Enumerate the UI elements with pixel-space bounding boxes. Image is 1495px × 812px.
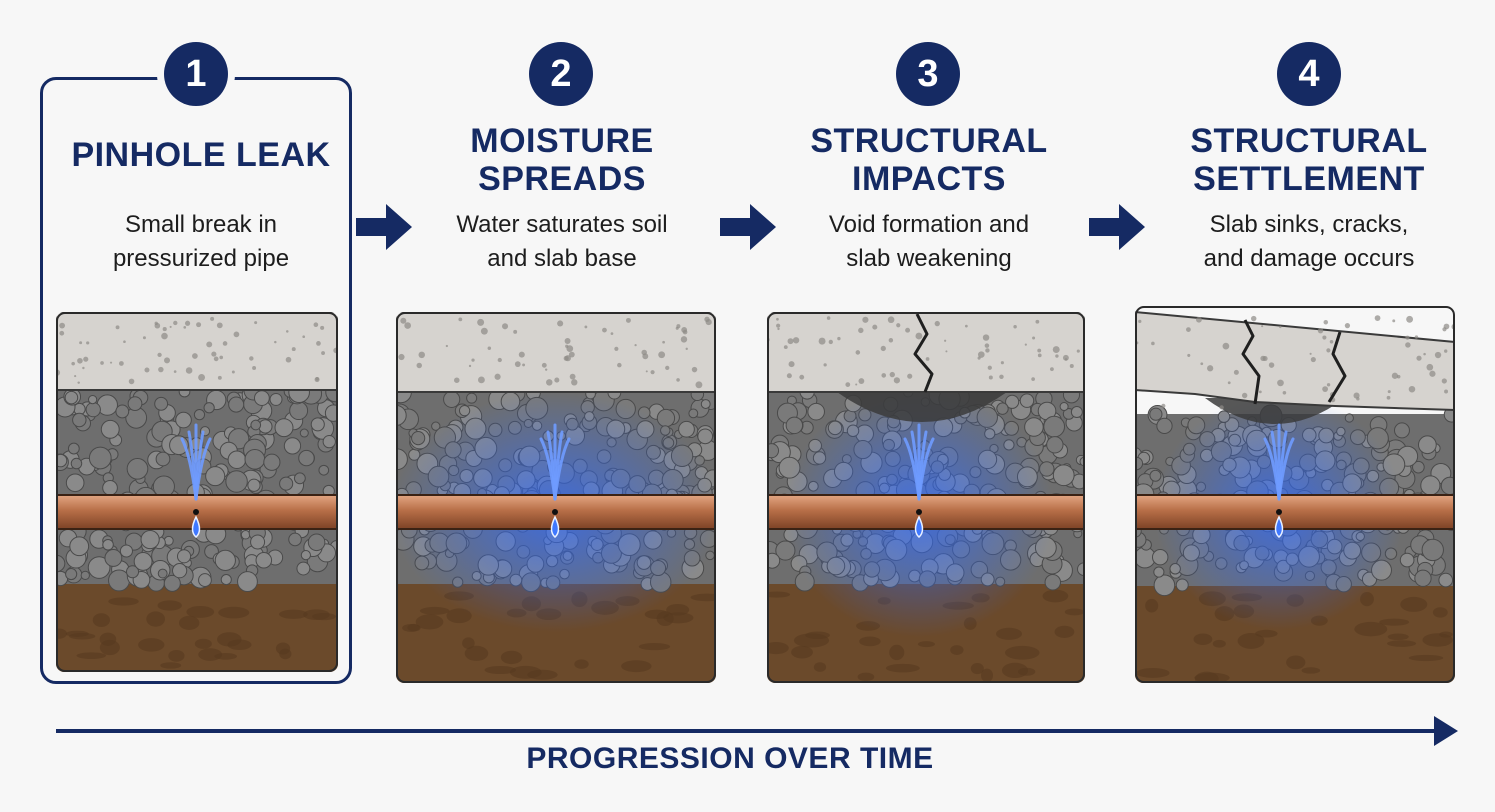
step-1-number-badge: 1 — [164, 42, 228, 106]
progression-timeline-arrow-icon — [56, 716, 1458, 746]
step-arrow-right-icon — [356, 204, 412, 250]
water-drop — [550, 515, 560, 538]
step-1-title-line-1: PINHOLE LEAK — [71, 136, 331, 174]
step-2-desc-line-1: Water saturates soil — [456, 211, 668, 238]
panel-border — [396, 312, 716, 683]
step-2-title: MOISTURE SPREADS — [397, 122, 727, 198]
step-1-description: Small break in pressurized pipe — [36, 208, 366, 276]
leak-spray — [917, 437, 935, 501]
copper-pipe — [1135, 494, 1455, 530]
leak-spray — [194, 437, 212, 501]
step-4-desc-line-2: and damage occurs — [1203, 245, 1415, 272]
step-2-title-line-1: MOISTURE — [470, 122, 654, 160]
step-3-desc-line-2: slab weakening — [846, 245, 1012, 272]
panel-border — [56, 312, 338, 672]
water-drop — [191, 515, 201, 538]
step-2-desc-line-2: and slab base — [487, 245, 637, 272]
pinhole — [552, 509, 558, 515]
step-4-title-line-1: STRUCTURAL — [1190, 122, 1428, 160]
concrete-slab — [56, 312, 338, 391]
panel-border — [1135, 306, 1455, 683]
soil-layer — [56, 584, 338, 672]
slab-crack — [913, 313, 934, 393]
step-1-title: PINHOLE LEAK — [36, 136, 366, 174]
water-drop — [914, 515, 924, 538]
step-3-title: STRUCTURAL IMPACTS — [764, 122, 1094, 198]
step-3-title-line-1: STRUCTURAL — [810, 122, 1048, 160]
slab-crack — [1327, 331, 1347, 403]
step-arrow-right-icon — [720, 204, 776, 250]
pinhole — [193, 509, 199, 515]
step-4-title: STRUCTURAL SETTLEMENT — [1144, 122, 1474, 198]
timeline-label: PROGRESSION OVER TIME — [526, 742, 934, 775]
panel-border — [767, 312, 1085, 683]
step-4-title-line-2: SETTLEMENT — [1193, 160, 1425, 198]
leak-spray — [553, 437, 571, 501]
concrete-slab — [396, 312, 716, 393]
slab-crack — [1241, 319, 1261, 405]
concrete-slab — [1135, 310, 1455, 412]
step-1-desc-line-1: Small break in — [124, 211, 278, 238]
pinhole — [1276, 509, 1282, 515]
step-3-title-line-2: IMPACTS — [852, 160, 1006, 198]
water-drop — [1274, 515, 1284, 538]
step-2-cross-section — [396, 312, 716, 683]
pinhole — [916, 509, 922, 515]
concrete-slab — [767, 312, 1085, 393]
void-formation — [837, 392, 1007, 422]
copper-pipe — [767, 494, 1085, 530]
step-2-number-badge: 2 — [529, 42, 593, 106]
leak-spray — [1277, 437, 1295, 501]
step-4-cross-section — [1135, 306, 1455, 683]
step-1-cross-section — [56, 312, 338, 672]
step-3-number-badge: 3 — [896, 42, 960, 106]
step-4-desc-line-1: Slab sinks, cracks, — [1209, 211, 1409, 238]
step-2-title-line-2: SPREADS — [478, 160, 646, 198]
step-4-description: Slab sinks, cracks, and damage occurs — [1144, 208, 1474, 276]
step-1-desc-line-2: pressurized pipe — [112, 245, 290, 272]
step-4-number-badge: 4 — [1277, 42, 1341, 106]
step-3-cross-section — [767, 312, 1085, 683]
step-3-desc-line-1: Void formation and — [828, 211, 1030, 238]
step-arrow-right-icon — [1089, 204, 1145, 250]
step-2-description: Water saturates soil and slab base — [397, 208, 727, 276]
step-3-description: Void formation and slab weakening — [764, 208, 1094, 276]
